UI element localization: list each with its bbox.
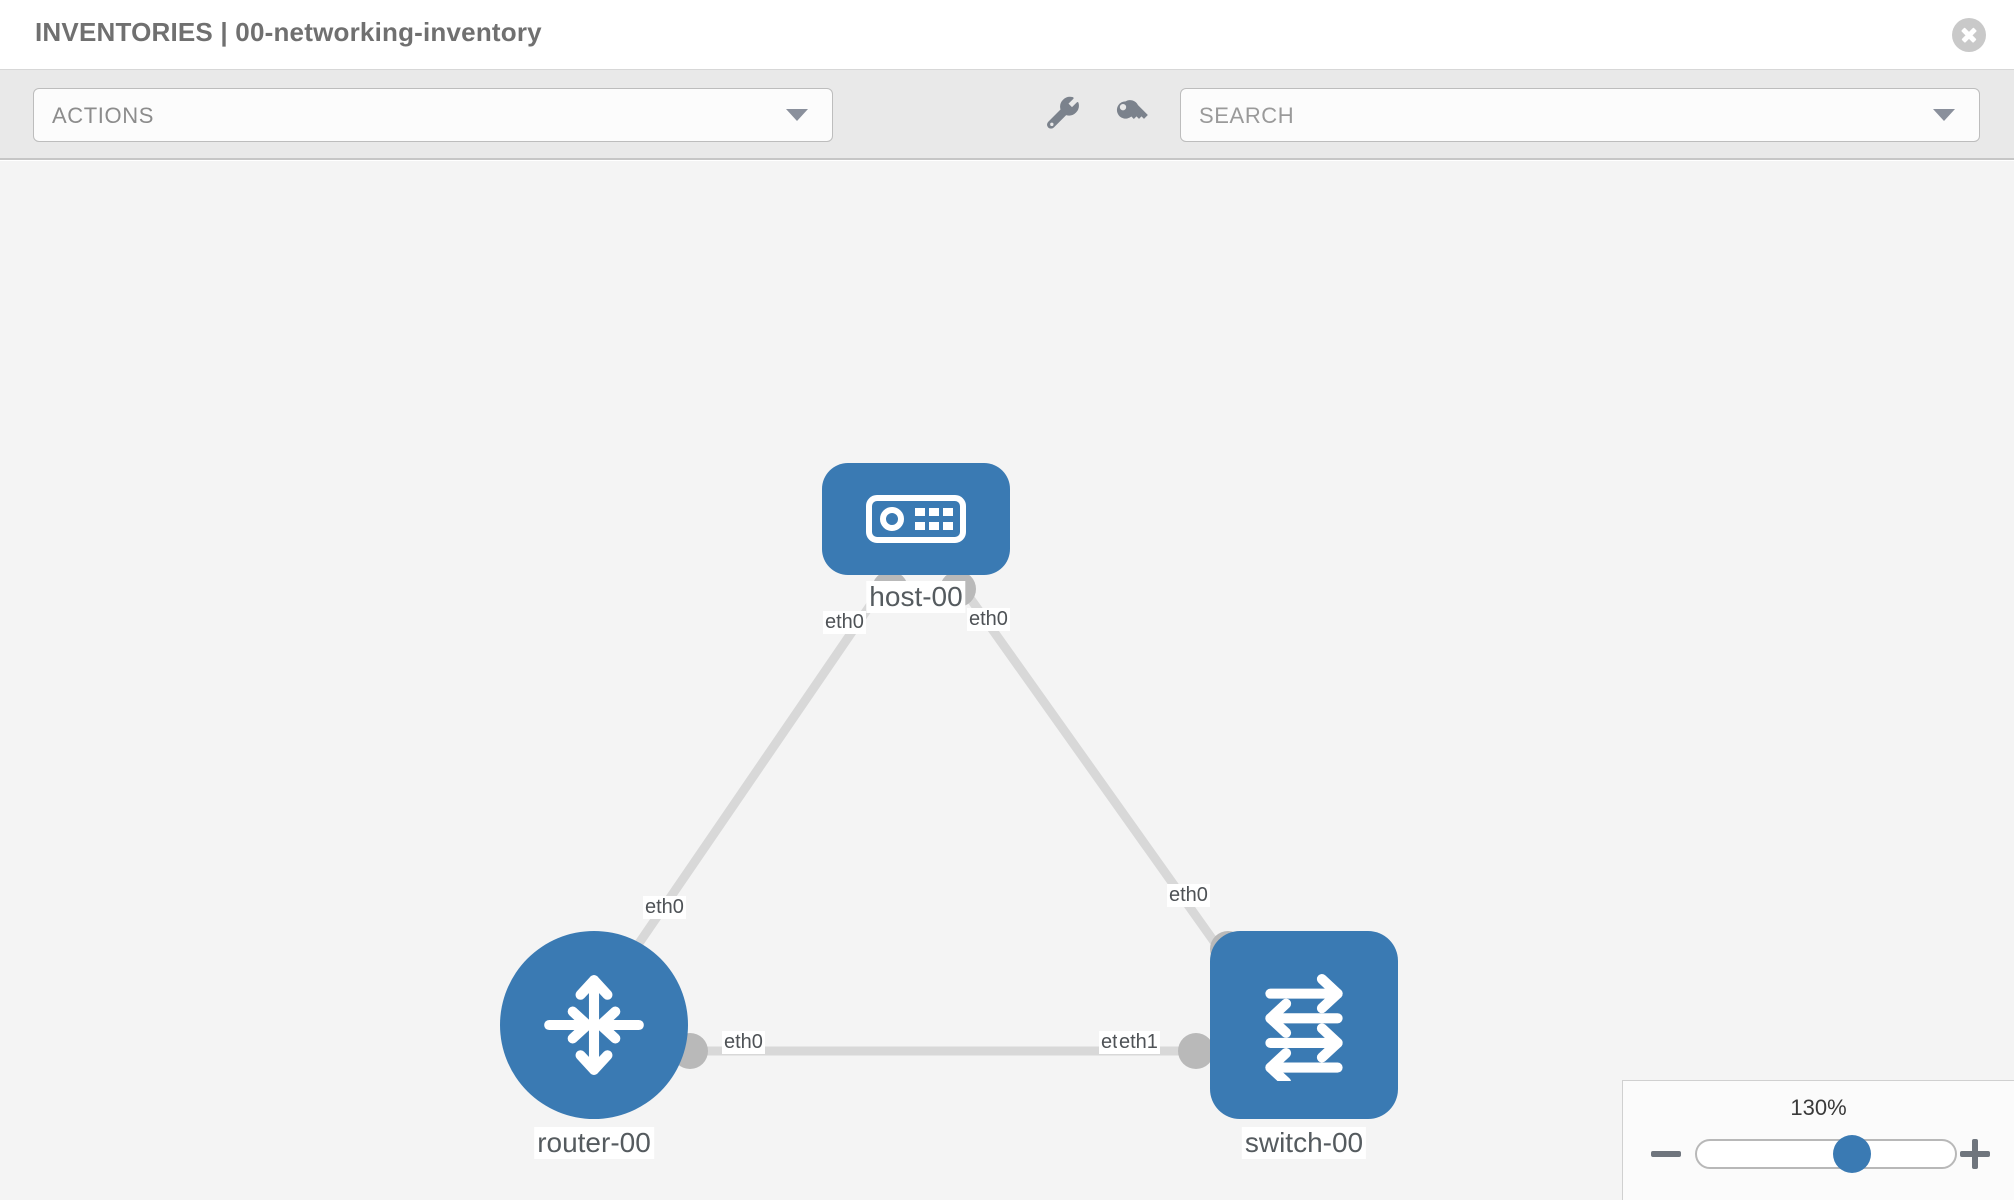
- node-router-00-label: router-00: [534, 1127, 654, 1159]
- endpoint-switch-left: [1178, 1033, 1214, 1069]
- chevron-down-icon: [786, 109, 808, 121]
- page-header: INVENTORIES | 00-networking-inventory: [0, 0, 2014, 70]
- page-title: INVENTORIES | 00-networking-inventory: [35, 17, 542, 47]
- node-host-00-shape[interactable]: [822, 463, 1010, 575]
- toolbar: ACTIONS SEARCH: [0, 70, 2014, 160]
- key-icon[interactable]: [1112, 96, 1152, 136]
- switch-exchange-arrows-icon: [1265, 974, 1343, 1081]
- topology-links: [616, 588, 1239, 1056]
- node-switch-00[interactable]: switch-00: [1210, 931, 1398, 1159]
- iface-label-switch-left-b: eth1: [1117, 1031, 1160, 1054]
- plus-icon-vertical: [1972, 1139, 1978, 1169]
- zoom-control-panel: 130%: [1622, 1080, 2014, 1200]
- iface-label-host-left: eth0: [823, 611, 866, 634]
- node-switch-00-shape[interactable]: [1210, 931, 1398, 1119]
- zoom-slider[interactable]: [1695, 1135, 1957, 1173]
- node-host-00[interactable]: host-00: [822, 463, 1010, 613]
- zoom-out-button[interactable]: [1649, 1137, 1683, 1171]
- zoom-slider-thumb[interactable]: [1832, 1135, 1871, 1173]
- minus-icon: [1651, 1151, 1681, 1157]
- zoom-in-button[interactable]: [1958, 1137, 1992, 1171]
- search-placeholder: SEARCH: [1199, 103, 1295, 128]
- node-host-00-label: host-00: [866, 581, 966, 613]
- iface-label-host-right: eth0: [967, 608, 1010, 631]
- chevron-down-icon[interactable]: [1933, 109, 1955, 121]
- server-device-icon: [866, 495, 966, 543]
- node-switch-00-label: switch-00: [1241, 1127, 1367, 1159]
- actions-dropdown[interactable]: ACTIONS: [33, 88, 833, 142]
- node-router-00[interactable]: router-00: [500, 931, 688, 1159]
- link-host-switch: [961, 588, 1239, 974]
- actions-dropdown-label: ACTIONS: [52, 103, 154, 128]
- close-icon[interactable]: [1952, 18, 1986, 52]
- router-four-arrows-icon: [544, 975, 644, 1075]
- iface-label-switch-up: eth0: [1167, 884, 1210, 907]
- iface-label-router-right: eth0: [722, 1031, 765, 1054]
- node-router-00-shape[interactable]: [500, 931, 688, 1119]
- zoom-level-value: 130%: [1790, 1095, 1847, 1120]
- wrench-icon[interactable]: [1043, 96, 1083, 136]
- iface-label-router-up: eth0: [643, 896, 686, 919]
- topology-canvas[interactable]: host-00: [0, 161, 2014, 1200]
- search-input[interactable]: SEARCH: [1180, 88, 1980, 142]
